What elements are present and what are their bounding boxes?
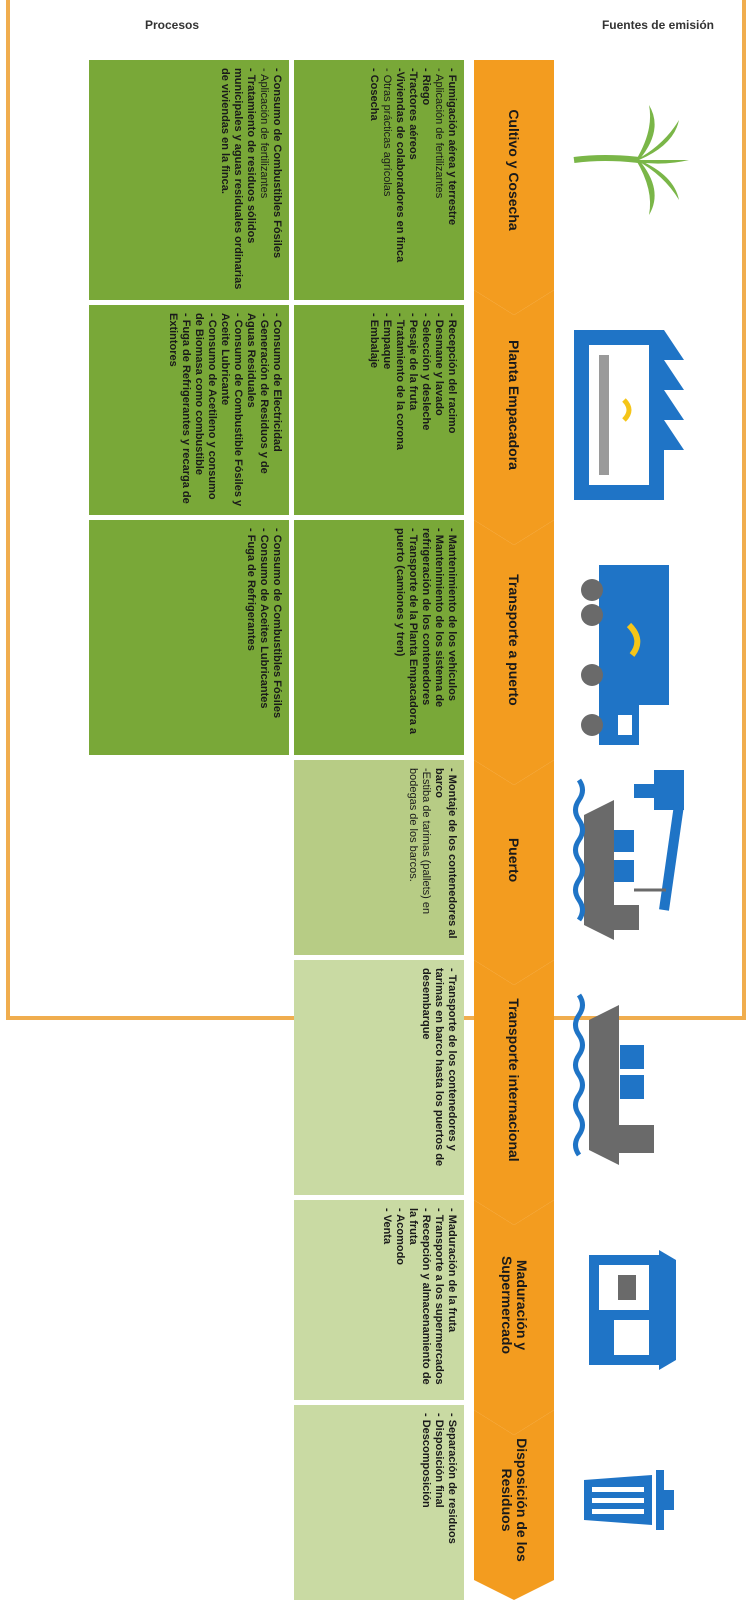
procesos-disposicion: - Separación de residuos - Disposición f… (294, 1405, 464, 1600)
process-arrow-bar (474, 60, 554, 1600)
procesos-maduracion: - Maduración de la fruta - Transporte a … (294, 1200, 464, 1400)
procesos-transporte-internacional: - Transporte de los contenedores y tarim… (294, 960, 464, 1195)
port-crane-icon (573, 770, 684, 940)
stage-label-disposicion: Disposición de los Residuos (499, 1438, 530, 1562)
procesos-cultivo: - Fumigación aérea y terrestre - Aplicac… (294, 60, 464, 300)
procesos-planta: - Recepción del racimo - Desmane y lavad… (294, 305, 464, 515)
stage-label-maduracion: Maduración y Supermercado (499, 1255, 530, 1355)
supermarket-icon (589, 1250, 676, 1370)
packing-plant-icon (574, 330, 684, 500)
stage-label-transporte-puerto: Transporte a puerto (506, 574, 523, 706)
fuentes-planta: - Consumo de Electricidad - Generación d… (89, 305, 289, 515)
header-procesos: Procesos (144, 18, 199, 32)
header-fuentes: Fuentes de emisión (601, 18, 714, 32)
palm-tree-icon (573, 105, 689, 215)
stage-label-planta: Planta Empacadora (506, 340, 523, 470)
procesos-puerto: - Montaje de los contenedores al barco -… (294, 760, 464, 955)
stage-label-cultivo: Cultivo y Cosecha (506, 109, 523, 231)
fuentes-cultivo: - Consumo de Combustibles Fósiles - Apli… (89, 60, 289, 300)
trash-can-icon (584, 1470, 674, 1530)
stage-label-transporte-internacional: Transporte internacional (506, 998, 523, 1162)
stage-label-puerto: Puerto (506, 837, 523, 883)
procesos-transporte-puerto: - Mantenimiento de los vehículos - Mante… (294, 520, 464, 755)
truck-icon (581, 565, 669, 745)
fuentes-transporte-puerto: - Consumo de Combustibles Fósiles - Cons… (89, 520, 289, 755)
cargo-ship-icon (573, 993, 654, 1165)
